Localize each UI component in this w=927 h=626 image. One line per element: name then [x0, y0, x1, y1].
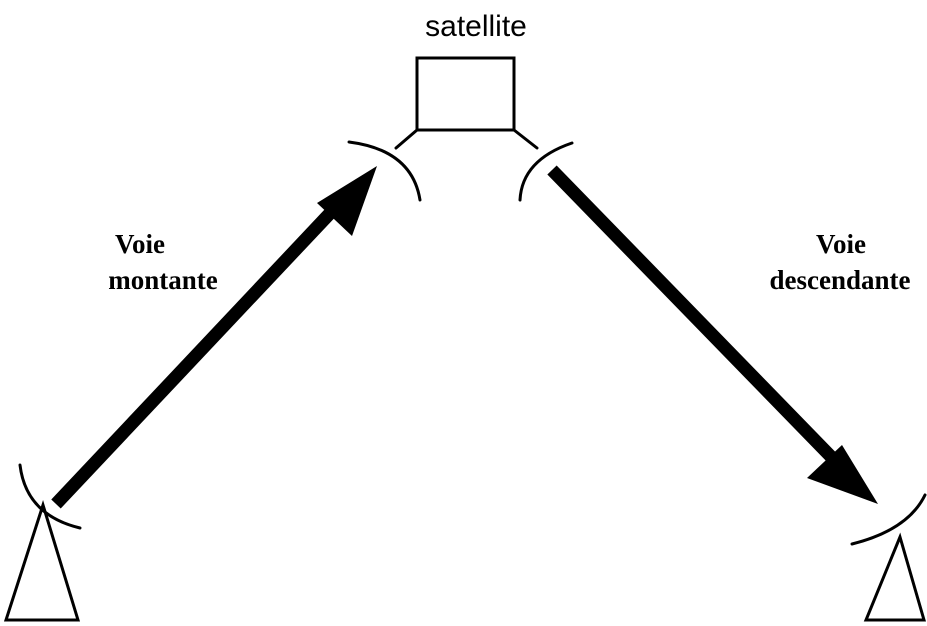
- satellite-label: satellite: [425, 10, 527, 43]
- ground-station-right-mast: [863, 532, 926, 622]
- uplink-arrow-head: [317, 166, 377, 236]
- ground-station-left-dish: [18, 463, 82, 530]
- downlink-arrow-head: [807, 445, 878, 504]
- ground-station-left-mast: [3, 499, 81, 622]
- downlink-label-line2: descendante: [770, 265, 911, 295]
- satellite-dish-right: [518, 141, 574, 202]
- downlink-arrow-shaft: [547, 165, 847, 473]
- satellite-arm-right: [512, 128, 539, 150]
- uplink-label-line1: Voie: [115, 229, 165, 259]
- uplink-arrow-shaft: [51, 204, 339, 509]
- satellite-dish-left: [347, 140, 422, 202]
- satellite-arm-left: [394, 128, 419, 150]
- ground-station-right-dish: [850, 493, 927, 546]
- satellite-body: [415, 56, 516, 132]
- downlink-label-line1: Voie: [816, 229, 866, 259]
- uplink-label-line2: montante: [108, 265, 218, 295]
